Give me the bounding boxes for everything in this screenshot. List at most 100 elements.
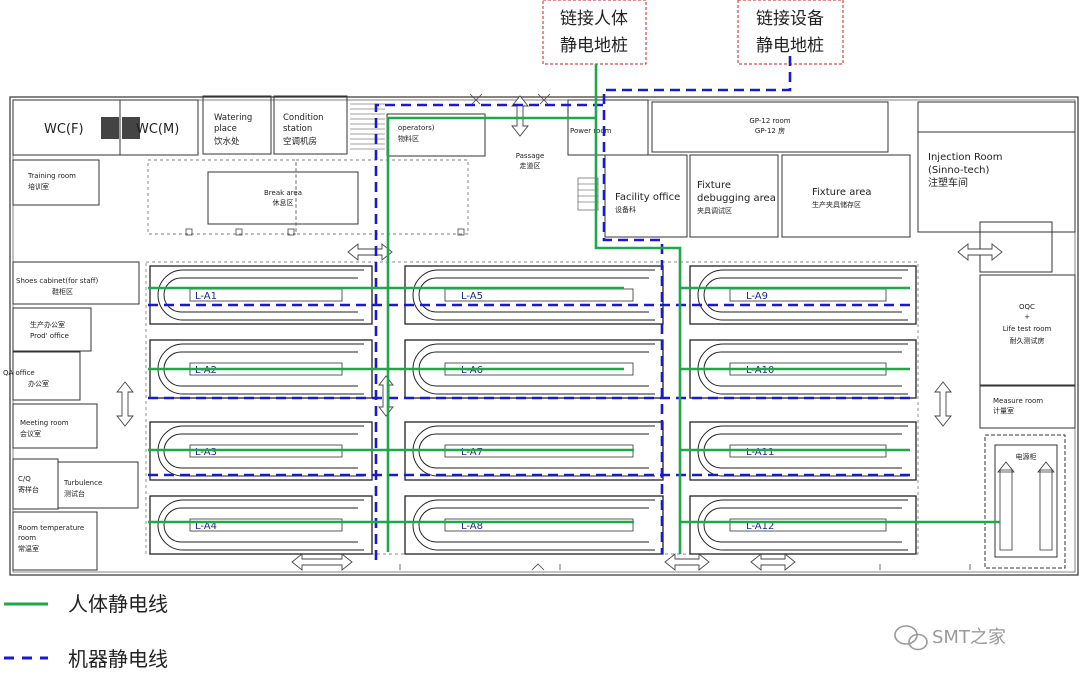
injection-label-2: (Sinno-tech) <box>928 165 990 176</box>
production-line-label: L-A7 <box>461 447 483 458</box>
oqc-label-3: Life test room <box>1003 325 1052 333</box>
fixture-debug-label-2: debugging area <box>697 193 776 204</box>
production-line-block: L-A1 <box>149 265 373 325</box>
operators-label-2: 物料区 <box>398 134 419 143</box>
callout-body-line2: 静电地桩 <box>560 36 628 56</box>
passage-arrows <box>116 95 1003 571</box>
training-label-2: 培训室 <box>28 182 49 191</box>
cq-label-2: 寄样台 <box>18 485 39 494</box>
production-line-label: L-A1 <box>195 291 217 302</box>
gp-room-label-1: GP-12 room <box>749 117 790 125</box>
production-line-label: L-A5 <box>461 291 483 302</box>
qa-office-label-1: QA office <box>3 369 35 377</box>
left-rooms <box>12 261 140 571</box>
machine-esd-lines <box>148 56 910 560</box>
prod-office-label-1: 生产办公室 <box>30 320 65 329</box>
fixture-debug-label-3: 夹具调试区 <box>697 206 732 215</box>
wc-female-label: WC(F) <box>44 122 84 137</box>
production-line-label: L-A4 <box>195 521 217 532</box>
condition-label-1: Condition <box>283 113 324 123</box>
callout-equipment-line1: 链接设备 <box>756 9 824 29</box>
shoes-label-1: Shoes cabinet(for staff) <box>16 277 98 285</box>
production-area-outline <box>145 261 919 555</box>
prod-office-label-2: Prod' office <box>30 332 69 340</box>
break-area-label-2: 休息区 <box>273 198 294 207</box>
production-line-label: L-A12 <box>746 521 774 532</box>
top-rooms <box>12 95 1076 238</box>
operators-label-1: operators) <box>398 124 435 132</box>
callout-equipment-line2: 静电地桩 <box>756 36 824 56</box>
shoes-label-2: 鞋柜区 <box>52 287 73 296</box>
passage-label-2: 走道区 <box>520 161 541 170</box>
production-line-label: L-A11 <box>746 447 774 458</box>
production-line-label: L-A2 <box>195 365 217 376</box>
electric-cabinet-arrows <box>997 461 1055 551</box>
measure-label-1: Measure room <box>993 397 1043 405</box>
fixture-area-label-1: Fixture area <box>812 187 872 198</box>
watering-label-3: 饮水处 <box>214 136 240 147</box>
wechat-icon <box>894 625 928 651</box>
floor-markers <box>185 93 971 571</box>
watermark: SMT之家 <box>894 625 1006 651</box>
watermark-text: SMT之家 <box>932 627 1006 648</box>
injection-label-3: 注塑车间 <box>928 176 968 189</box>
legend-body-label: 人体静电线 <box>68 592 168 616</box>
qa-office-label-2: 办公室 <box>28 379 49 388</box>
production-line-block: L-A4 <box>149 495 373 555</box>
break-area-label-1: Break area <box>264 189 302 197</box>
production-line-block: L-A12 <box>689 495 917 555</box>
production-line-label: L-A8 <box>461 521 483 532</box>
production-line-block: L-A9 <box>689 265 917 325</box>
oqc-label-1: OQC <box>1019 303 1035 311</box>
room-temp-label-3: 常温室 <box>18 544 39 553</box>
measure-label-2: 计量室 <box>993 406 1014 415</box>
right-rooms <box>979 221 1076 569</box>
room-temp-label-1: Room temperature <box>18 524 84 532</box>
room-temp-label-2: room <box>18 534 36 542</box>
callout-equipment-ground: 链接设备 静电地桩 <box>737 0 844 65</box>
production-line-block: L-A5 <box>404 265 664 325</box>
fixture-area-label-2: 生产夹具储存区 <box>812 200 861 209</box>
gp-room-label-2: GP-12 房 <box>755 126 785 135</box>
break-area-outline <box>147 159 297 235</box>
watering-label-2: place <box>214 124 237 134</box>
turbulence-label-1: Turbulence <box>63 479 102 487</box>
watering-label-1: Watering <box>214 113 252 123</box>
passage-label-1: Passage <box>516 152 545 160</box>
meeting-label-2: 会议室 <box>20 429 41 438</box>
body-esd-left-riser <box>386 116 596 552</box>
body-esd-lines <box>148 64 1000 554</box>
power-room-label: Power room <box>570 127 612 135</box>
facility-label-2: 设备科 <box>615 205 636 214</box>
condition-label-3: 空调机房 <box>283 136 317 147</box>
wc-icons <box>101 117 140 139</box>
legend: 人体静电线 机器静电线 <box>4 592 168 671</box>
break-area-outline-2 <box>295 159 469 235</box>
electric-cabinet-label: 电源柜 <box>1016 452 1037 461</box>
production-line-label: L-A10 <box>746 365 774 376</box>
legend-machine-label: 机器静电线 <box>68 647 168 671</box>
condition-label-2: station <box>283 124 312 134</box>
production-line-label: L-A3 <box>195 447 217 458</box>
training-label-1: Training room <box>27 172 76 180</box>
fixture-debug-label-1: Fixture <box>697 180 731 191</box>
production-line-label: L-A9 <box>746 291 768 302</box>
body-esd-trunk <box>594 64 682 554</box>
machine-esd-left-riser <box>374 103 604 560</box>
wc-male-label: WC(M) <box>136 122 179 137</box>
facility-label-1: Facility office <box>615 192 680 203</box>
turbulence-label-2: 测试台 <box>64 489 85 498</box>
oqc-label-4: 耐久测试房 <box>1010 336 1045 345</box>
machine-esd-trunk <box>602 56 792 554</box>
callout-body-line1: 链接人体 <box>560 9 628 29</box>
oqc-label-2: + <box>1024 313 1030 321</box>
production-line-block: L-A8 <box>404 495 664 555</box>
injection-label-1: Injection Room <box>928 152 1003 163</box>
cq-label-1: C/Q <box>18 475 31 483</box>
callout-body-ground: 链接人体 静电地桩 <box>542 0 647 65</box>
production-line-label: L-A6 <box>461 365 483 376</box>
meeting-label-1: Meeting room <box>20 419 69 427</box>
stairs <box>350 103 599 211</box>
